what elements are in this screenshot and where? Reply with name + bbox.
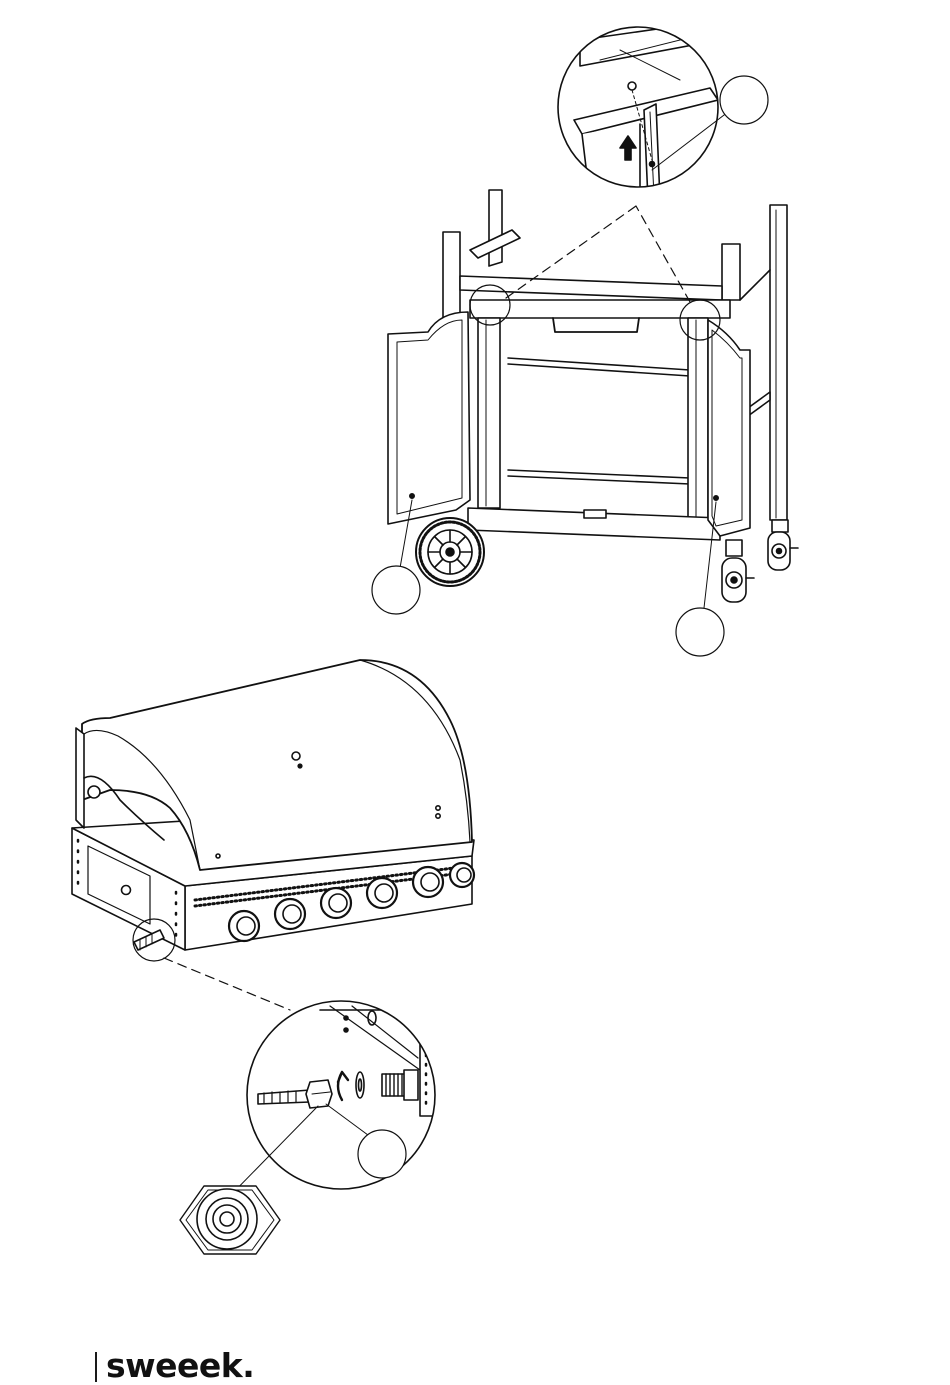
grill-cart: [388, 190, 798, 602]
left-door-callout: [372, 566, 420, 614]
cart-wheel: [416, 518, 484, 586]
brand-divider: [95, 1352, 97, 1382]
cart-zoom-detail: [558, 20, 768, 200]
cart-detail-callout: [720, 76, 768, 124]
hex-nut-detail: [180, 1186, 280, 1254]
rotate-arrow-icon: [338, 1072, 348, 1100]
grill-head: [72, 660, 474, 1010]
right-door-callout: [676, 608, 724, 656]
gas-fitting-detail: [180, 1001, 440, 1254]
gas-fitting-callout: [358, 1130, 406, 1178]
brand-logo: sweeek.: [106, 1346, 254, 1385]
